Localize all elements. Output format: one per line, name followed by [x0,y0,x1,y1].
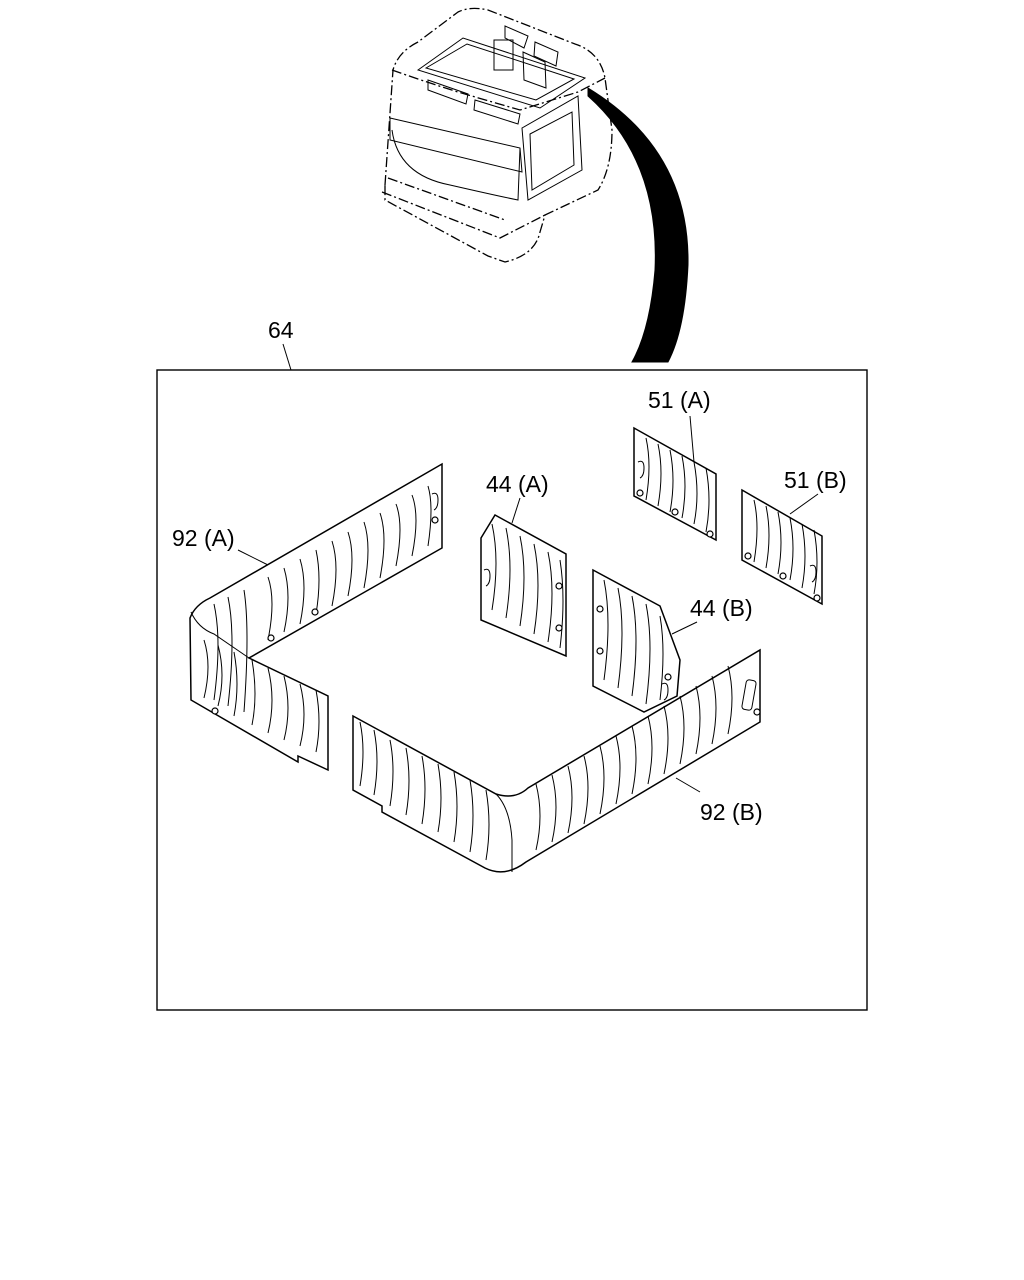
label-51b: 51 (B) [784,467,847,493]
label-51a: 51 (A) [648,387,711,413]
panel-92b [352,648,761,873]
label-64: 64 [268,317,294,343]
leader-92b [675,777,701,793]
connector-leader [587,87,689,363]
assembly-frame [156,369,868,1011]
label-44a: 44 (A) [486,471,549,497]
assembly-leader [282,343,292,371]
leader-51b [789,493,819,515]
vehicle-rear-illustration [381,7,613,263]
label-92b: 92 (B) [700,799,763,825]
leader-44a [511,497,521,524]
leader-51a [689,415,695,463]
panel-44b [592,568,681,713]
leader-92a [237,549,269,566]
panel-44a [480,513,567,658]
panel-51a [633,426,717,542]
label-92a: 92 (A) [172,525,235,551]
leader-44b [671,621,698,635]
panel-51b [741,488,823,606]
label-44b: 44 (B) [690,595,753,621]
panel-92a [189,462,443,772]
